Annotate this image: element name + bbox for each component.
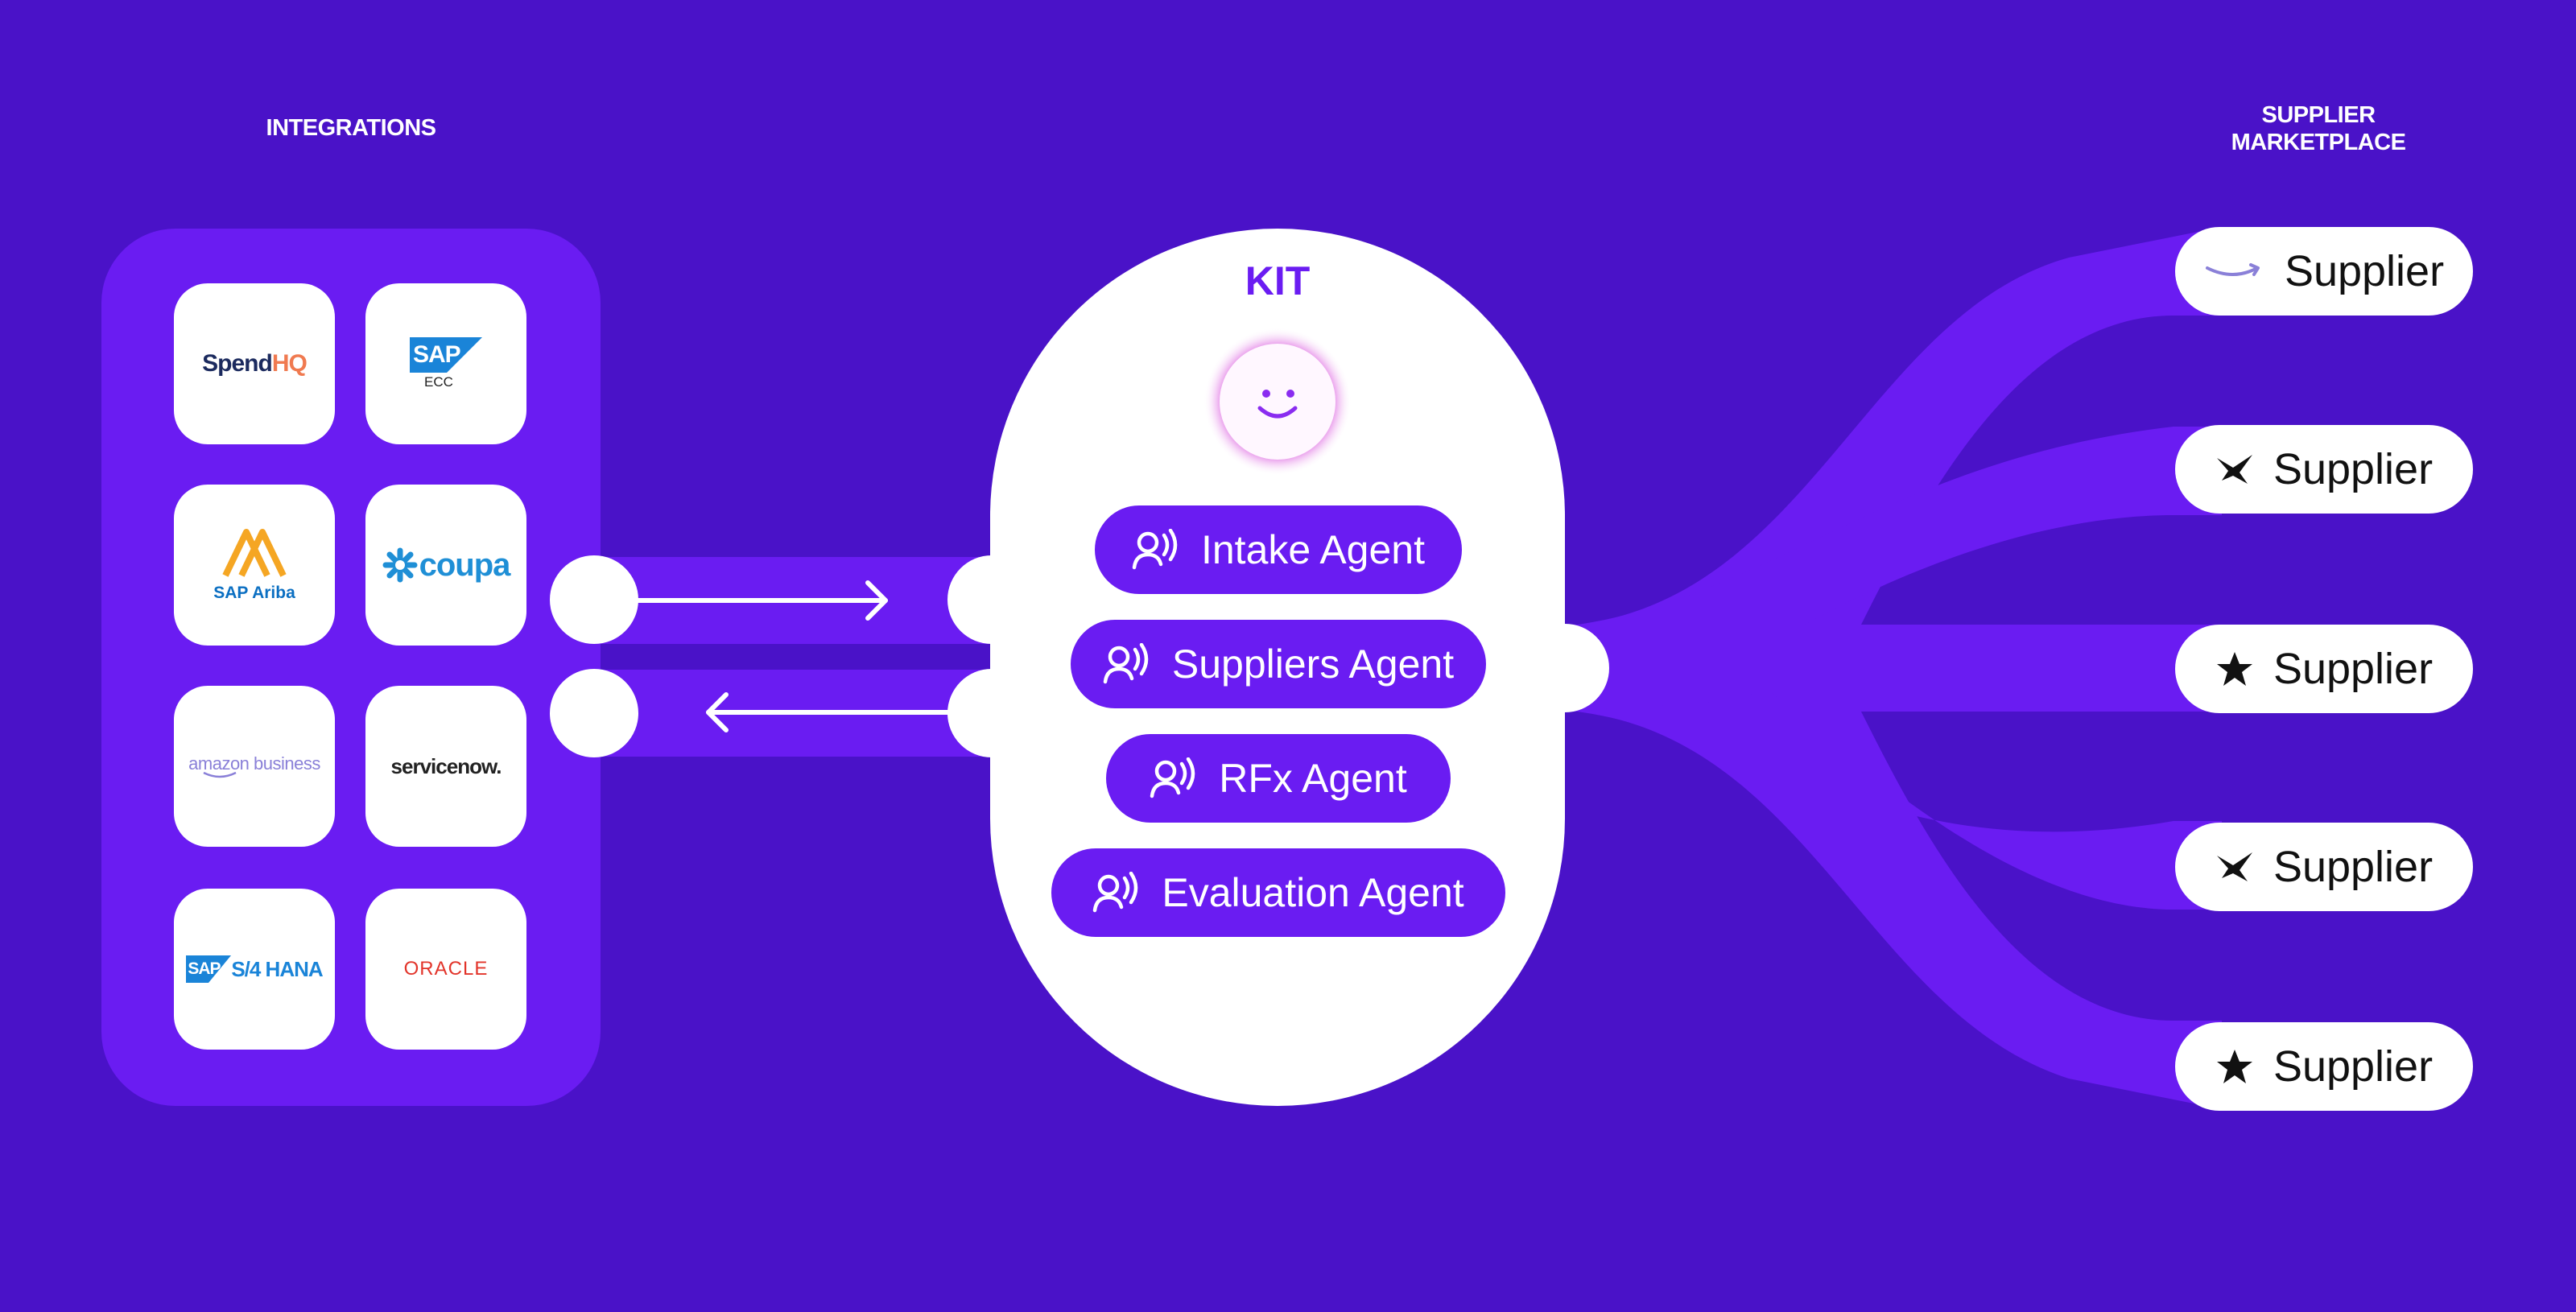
coupa-logo-text: coupa (419, 547, 511, 583)
integration-tile-sap-ecc[interactable]: SAP ECC (365, 283, 526, 444)
agent-label: RFx Agent (1219, 756, 1407, 801)
star-icon (2216, 1050, 2252, 1083)
agent-suppliers[interactable]: Suppliers Agent (1071, 620, 1486, 708)
supplier-marketplace-heading: SUPPLIER MARKETPLACE (2190, 101, 2447, 156)
s4-hana-text: S/4 HANA (231, 956, 323, 981)
agent-intake[interactable]: Intake Agent (1095, 505, 1462, 594)
kit-panel: KIT Intake Agent (990, 229, 1565, 1106)
sap-ecc-logo-text: SAP (413, 341, 461, 368)
supplier-marketplace-heading-line2: MARKETPLACE (2231, 130, 2406, 155)
agent-label: Evaluation Agent (1162, 870, 1464, 915)
supplier-pill-4[interactable]: Supplier (2175, 823, 2473, 911)
integration-tile-sap-s4hana[interactable]: SAP S/4 HANA (174, 889, 335, 1050)
integration-tile-sap-ariba[interactable]: SAP Ariba (174, 485, 335, 646)
sap-s4-logo-text: SAP (188, 959, 221, 978)
supplier-fan (1570, 227, 2222, 1109)
agent-voice-icon (1093, 872, 1138, 913)
sap-logo-icon: SAP (410, 337, 482, 373)
supplier-label: Supplier (2273, 1042, 2434, 1091)
bridge-dot-left-bottom (550, 669, 638, 757)
integration-tile-spendhq[interactable]: SpendHQ (174, 283, 335, 444)
bridge-dot-left-top (550, 555, 638, 644)
sap-ariba-text: SAP Ariba (213, 584, 295, 602)
amazon-smile-icon (203, 771, 237, 778)
integrations-panel (101, 229, 601, 1106)
agent-voice-icon (1103, 643, 1149, 684)
outbound-arrow-icon (634, 580, 888, 621)
supplier-pill-2[interactable]: Supplier (2175, 425, 2473, 514)
supplier-marketplace-heading-line1: SUPPLIER (2261, 102, 2376, 128)
integration-tile-coupa[interactable]: coupa (365, 485, 526, 646)
supplier-pill-3[interactable]: Supplier (2175, 625, 2473, 713)
sap-s4-logo-icon: SAP (186, 955, 232, 983)
kit-smiley-icon (1203, 328, 1352, 476)
kit-title: KIT (1245, 258, 1311, 303)
supplier-label: Supplier (2284, 247, 2445, 295)
bird-logo-icon (2216, 852, 2252, 881)
spendhq-logo: SpendHQ (202, 350, 308, 378)
supplier-label: Supplier (2273, 843, 2434, 891)
agent-evaluation[interactable]: Evaluation Agent (1051, 848, 1505, 937)
oracle-logo-text: ORACLE (403, 958, 489, 980)
agent-voice-icon (1150, 757, 1195, 798)
spendhq-logo-part1: Spend (202, 350, 273, 377)
spendhq-logo-part2: HQ (271, 350, 308, 377)
supplier-pill-1[interactable]: Supplier (2175, 227, 2473, 316)
ariba-logo-icon (222, 529, 287, 577)
agent-label: Intake Agent (1200, 527, 1425, 572)
agent-voice-icon (1132, 529, 1178, 570)
servicenow-logo-text: servicenow. (390, 753, 502, 778)
supplier-label: Supplier (2273, 645, 2434, 693)
integration-tile-oracle[interactable]: ORACLE (365, 889, 526, 1050)
star-icon (2216, 652, 2252, 686)
sap-ecc-subtext: ECC (424, 374, 453, 390)
agent-label: Suppliers Agent (1171, 642, 1455, 687)
supplier-label: Supplier (2273, 445, 2434, 493)
integration-tile-servicenow[interactable]: servicenow. (365, 686, 526, 847)
integrations-heading: INTEGRATIONS (266, 115, 436, 141)
bird-logo-icon (2216, 455, 2252, 484)
supplier-pill-5[interactable]: Supplier (2175, 1022, 2473, 1111)
agent-rfx[interactable]: RFx Agent (1106, 734, 1451, 823)
coupa-asterisk-icon (382, 547, 418, 583)
amazon-smile-icon (2205, 263, 2260, 276)
inbound-arrow-icon (706, 692, 952, 732)
integration-tile-amazon-business[interactable]: amazon business (174, 686, 335, 847)
amazon-business-logo-text: amazon business (188, 753, 320, 774)
